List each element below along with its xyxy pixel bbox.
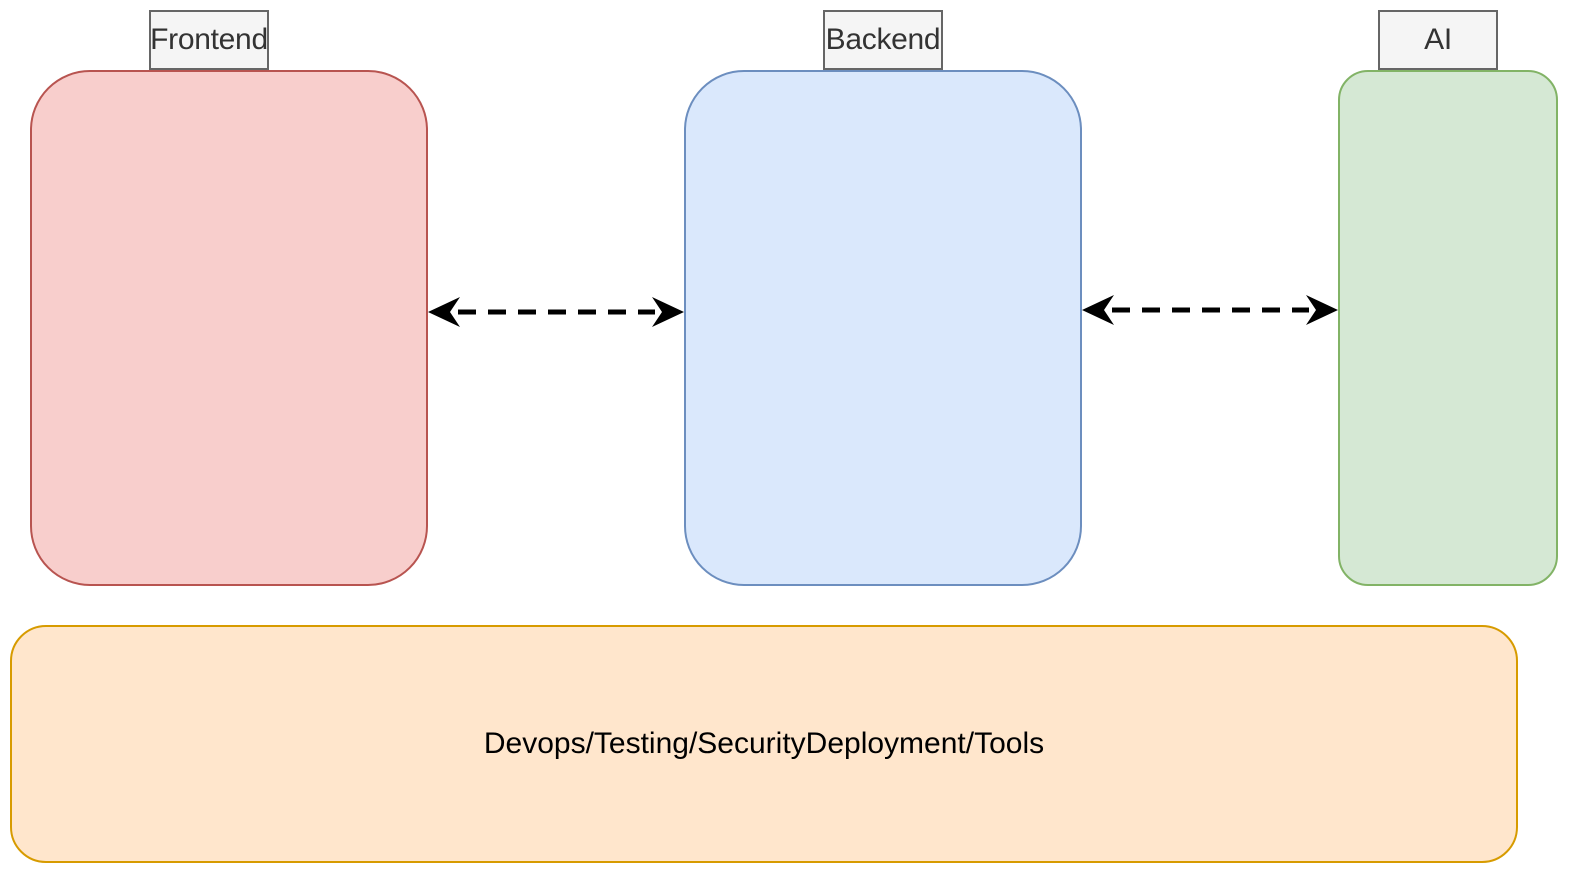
- frontend-block: [30, 70, 428, 586]
- arrowhead-left-icon: [1082, 295, 1114, 325]
- ai-block: [1338, 70, 1558, 586]
- arrowhead-right-icon: [1306, 295, 1338, 325]
- devops-label: Devops/Testing/SecurityDeployment/Tools: [483, 727, 1045, 760]
- edge-frontend-backend: [428, 297, 684, 327]
- edge-backend-ai: [1082, 295, 1338, 325]
- backend-label: Backend: [823, 10, 943, 70]
- arrowhead-right-icon: [652, 297, 684, 327]
- arrowhead-left-icon: [428, 297, 460, 327]
- frontend-label: Frontend: [149, 10, 269, 70]
- devops-block: Devops/Testing/SecurityDeployment/Tools: [10, 625, 1518, 863]
- ai-label: AI: [1378, 10, 1498, 70]
- backend-block: [684, 70, 1082, 586]
